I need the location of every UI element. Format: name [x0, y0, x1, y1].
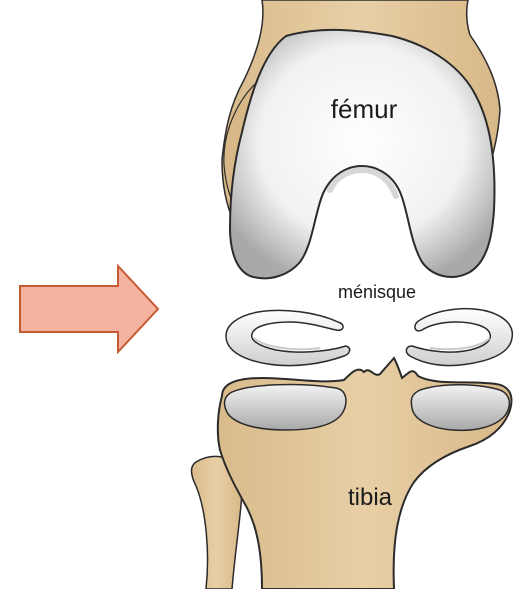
femur-label: fémur [331, 94, 398, 124]
tibia-plateau-left [225, 385, 346, 430]
femur-bone: fémur [222, 0, 500, 278]
meniscus-left [226, 310, 350, 365]
tibia-plateau-right [411, 385, 509, 431]
meniscus: ménisque [226, 282, 512, 366]
tibia-label: tibia [348, 484, 393, 511]
tibia-bone: tibia [192, 358, 512, 589]
meniscus-label: ménisque [338, 282, 416, 302]
meniscus-right [406, 309, 512, 366]
right-arrow-icon [20, 266, 158, 352]
femur-cartilage [230, 30, 494, 278]
